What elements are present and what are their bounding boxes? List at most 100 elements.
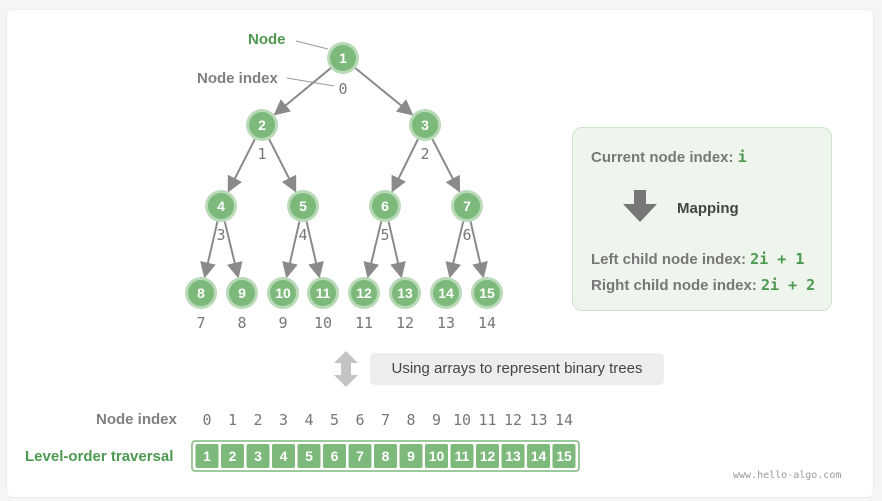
tree-edge (354, 67, 414, 116)
transform-caption: Using arrays to represent binary trees (370, 353, 664, 385)
tree-node (372, 193, 398, 219)
array-index: 1 (228, 411, 237, 429)
array-cell-value: 8 (382, 448, 390, 464)
tree-node (270, 280, 296, 306)
double-arrow-icon (334, 351, 358, 387)
array-cell-value: 11 (455, 448, 470, 464)
tree-edge (469, 221, 488, 279)
tree-node-index: 9 (278, 314, 287, 332)
tree-node (433, 280, 459, 306)
tree-node (474, 280, 500, 306)
tree-node-value: 4 (217, 198, 225, 214)
left-child-line: Left child node index: 2i + 1 (591, 250, 804, 268)
array-cell-value: 14 (531, 448, 547, 464)
array-cell (374, 444, 397, 468)
array-cell (323, 444, 346, 468)
tree-node (310, 280, 336, 306)
array-cell (195, 444, 219, 468)
array-cell (501, 444, 525, 468)
array-index: 3 (279, 411, 288, 429)
array-cell-value: 13 (505, 448, 521, 464)
tree-edge (305, 221, 324, 279)
tree-node-value: 13 (397, 285, 413, 301)
tree-node-index: 12 (396, 314, 414, 332)
array-cell (297, 444, 321, 468)
tree-edge (200, 221, 219, 279)
array-index: 14 (555, 411, 573, 429)
array-index: 10 (453, 411, 471, 429)
array-index: 9 (432, 411, 441, 429)
tree-node-value: 11 (316, 285, 331, 301)
tree-edge (268, 138, 297, 193)
tree-edge (282, 221, 301, 279)
tree-edge (273, 67, 332, 116)
tree-node-index: 1 (257, 145, 266, 163)
tree-node-index: 13 (437, 314, 455, 332)
left-child-code: 2i + 1 (750, 250, 805, 268)
array-cell-value: 10 (429, 448, 445, 464)
tree-node-index: 8 (237, 314, 246, 332)
down-arrow-icon (623, 190, 657, 222)
array-cell-value: 7 (356, 448, 364, 464)
array-index: 7 (381, 411, 390, 429)
array-cell (272, 444, 295, 468)
current-index-code: i (737, 148, 747, 166)
tree-node-value: 1 (339, 50, 347, 66)
mapping-box: Current node index: i Mapping Left child… (572, 127, 832, 311)
tree-node-index: 10 (314, 314, 332, 332)
tree-node-value: 7 (463, 198, 471, 214)
tree-node-index: 6 (462, 226, 471, 244)
tree-node-value: 8 (197, 285, 205, 301)
tree-node-value: 9 (238, 285, 246, 301)
tree-node (229, 280, 255, 306)
array-cell (348, 444, 372, 468)
tree-node-value: 10 (275, 285, 291, 301)
node-leader-line (295, 40, 329, 50)
array-cell-value: 1 (203, 448, 211, 464)
bottom-node-index-label: Node index (96, 411, 177, 428)
array-index: 0 (202, 411, 211, 429)
tree-node (351, 280, 377, 306)
array-cell-value: 5 (305, 448, 313, 464)
array-cell (425, 444, 448, 468)
tree-node-value: 3 (421, 117, 429, 133)
tree-node-index: 2 (420, 145, 429, 163)
tree-edge (223, 221, 243, 279)
current-index-label: Current node index: (591, 149, 738, 166)
index-leader-line (286, 77, 335, 87)
array-cell-value: 12 (480, 448, 496, 464)
tree-edge (445, 221, 465, 279)
tree-node (454, 193, 480, 219)
array-index: 13 (529, 411, 547, 429)
tree-node (330, 45, 356, 71)
array-index: 8 (406, 411, 415, 429)
array-cell (221, 444, 244, 468)
tree-node-index: 4 (298, 226, 307, 244)
tree-node (412, 112, 438, 138)
array-cell (246, 444, 270, 468)
array-cell-value: 9 (407, 448, 415, 464)
array-cell (527, 444, 550, 468)
right-child-label: Right child node index: (591, 277, 761, 294)
tree-node (392, 280, 418, 306)
tree-edge (431, 138, 461, 193)
tree-edge (387, 221, 406, 279)
array-index: 12 (504, 411, 522, 429)
array-cell (476, 444, 499, 468)
tree-node-index: 0 (338, 80, 347, 98)
tree-edge (363, 221, 383, 279)
tree-node (208, 193, 234, 219)
watermark: www.hello-algo.com (733, 470, 842, 481)
node-index-label: Node index (197, 70, 278, 87)
tree-node-index: 3 (216, 226, 225, 244)
tree-node-index: 14 (478, 314, 496, 332)
array-index: 6 (355, 411, 364, 429)
tree-node-value: 5 (299, 198, 307, 214)
array-index: 5 (330, 411, 339, 429)
node-label: Node (248, 31, 286, 48)
tree-node-value: 12 (356, 285, 372, 301)
tree-node (249, 112, 275, 138)
array-cell-value: 2 (229, 448, 237, 464)
